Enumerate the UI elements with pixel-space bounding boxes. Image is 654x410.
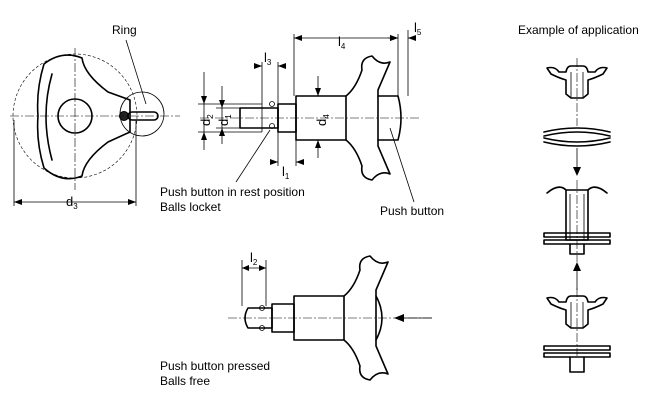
dim-d4: d4 — [314, 114, 331, 126]
dimension-d3: d3 — [13, 120, 137, 211]
ring-label: Ring — [112, 23, 137, 37]
balls-free-label: Balls free — [160, 374, 210, 388]
pressed-callout: Push button pressed Balls free — [160, 359, 270, 388]
dimension-l4: l4 — [293, 34, 399, 96]
balls-locket-label: Balls locket — [160, 200, 221, 214]
front-view — [10, 39, 180, 190]
application-stage-1 — [543, 57, 611, 176]
rest-position-callout: Push button in rest position Balls locke… — [160, 129, 305, 214]
side-view-pressed — [228, 255, 434, 381]
pressed-label: Push button pressed — [160, 359, 270, 373]
dim-l4: l4 — [338, 34, 346, 51]
side-view-rest — [200, 55, 420, 181]
application-stage-2 — [543, 180, 611, 262]
dimension-l3: l3 — [254, 50, 286, 104]
ring-callout: Ring — [112, 23, 137, 37]
dimension-d2: d2 — [198, 72, 262, 150]
application-example: Example of application — [518, 23, 639, 373]
dim-l1: l1 — [282, 164, 290, 181]
push-button-label: Push button — [380, 204, 444, 218]
rest-position-label: Push button in rest position — [160, 185, 305, 199]
dimension-l2: l2 — [241, 250, 267, 306]
example-title: Example of application — [518, 23, 639, 37]
application-stage-3 — [543, 262, 611, 373]
dim-d3: d3 — [66, 194, 78, 211]
dim-l2: l2 — [250, 250, 258, 267]
dimension-l5: l5 — [388, 20, 422, 96]
dim-l3: l3 — [264, 50, 272, 67]
dim-d2: d2 — [198, 114, 215, 126]
dimension-l1: l1 — [270, 132, 304, 181]
dim-l5: l5 — [414, 20, 422, 37]
push-button-callout: Push button — [380, 127, 444, 218]
dimension-d1: d1 — [216, 86, 240, 144]
dim-d1: d1 — [216, 114, 233, 126]
dimension-d4: d4 — [314, 76, 331, 158]
